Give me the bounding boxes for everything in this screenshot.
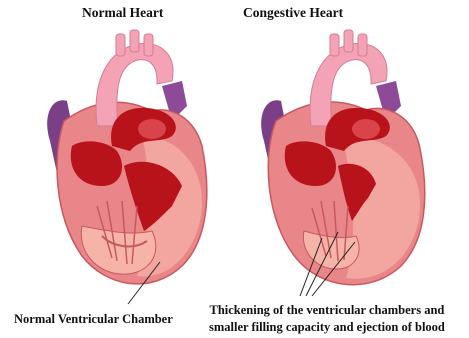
aortic-branch <box>130 30 139 52</box>
normal-heart-illustration <box>12 26 222 296</box>
aortic-branch <box>358 34 367 56</box>
congestive-caption-line-2: smaller filling capacity and ejection of… <box>209 319 445 336</box>
aortic-branch <box>144 34 153 56</box>
normal-heart-title: Normal Heart <box>82 5 163 21</box>
pulmonary-valve <box>138 119 166 139</box>
aortic-branch <box>330 34 339 56</box>
aortic-branch <box>344 30 353 52</box>
congestive-caption-line-1: Thickening of the ventricular chambers a… <box>209 302 445 319</box>
congestive-heart-illustration <box>226 26 436 296</box>
congestive-heart-title: Congestive Heart <box>243 5 343 21</box>
aortic-branch <box>116 34 125 56</box>
congestive-caption: Thickening of the ventricular chambers a… <box>209 302 445 336</box>
normal-caption: Normal Ventricular Chamber <box>14 311 173 328</box>
pulmonary-valve <box>352 119 380 139</box>
